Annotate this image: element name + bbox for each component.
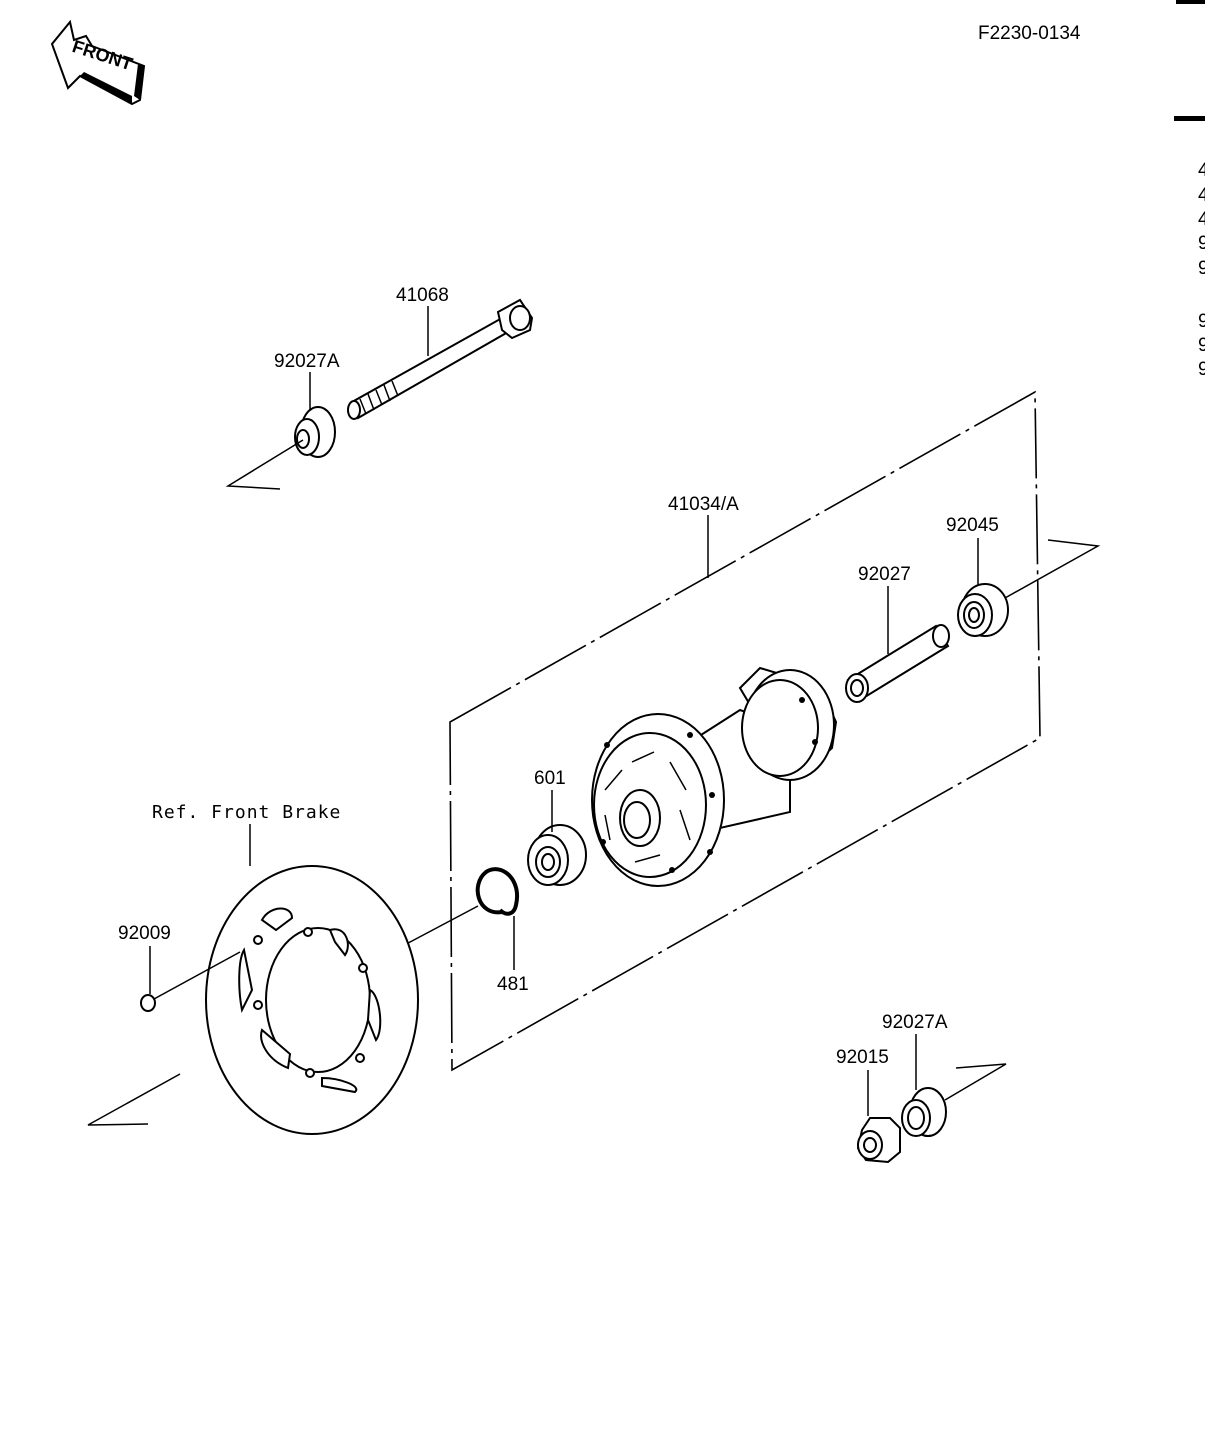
front-arrow-icon: FRONT — [50, 19, 146, 106]
callout-spacer: 92027 — [858, 564, 911, 585]
page-edge-marks — [1174, 0, 1205, 121]
callout-hub: 41034/A — [668, 494, 739, 515]
axle-bolt-part — [347, 298, 534, 420]
brake-disc-part — [205, 865, 419, 1135]
bearing-left-part — [527, 824, 587, 886]
disc-bolt-part — [140, 951, 241, 1012]
collar-top-centerline — [225, 439, 304, 490]
leader-lines — [149, 306, 979, 1116]
callout-collar-bottom: 92027A — [882, 1012, 948, 1033]
bearing-right-part — [957, 583, 1009, 637]
circlip-part — [475, 867, 520, 916]
diagram-code: F2230-0134 — [978, 23, 1081, 44]
side-index-7: 9 — [1198, 335, 1205, 356]
side-index-5: 9 — [1198, 258, 1205, 279]
side-index-8: 9 — [1198, 359, 1205, 380]
callout-axle: 41068 — [396, 285, 449, 306]
side-index-1: 4 — [1198, 160, 1205, 181]
brake-disc-centerline — [87, 1073, 181, 1126]
collar-top-part — [294, 406, 336, 458]
hub-assembly-box — [449, 390, 1041, 1072]
bearing-right-centerline — [1004, 539, 1101, 599]
axle-nut-part — [856, 1117, 901, 1164]
callout-bearing-right: 92045 — [946, 515, 999, 536]
collar-bottom-part — [901, 1087, 947, 1137]
callout-circlip: 481 — [497, 974, 529, 995]
wheel-hub-part — [591, 666, 838, 887]
ref-note: Ref. Front Brake — [152, 802, 341, 823]
side-index-2: 4 — [1198, 185, 1205, 206]
callout-bearing-left: 601 — [534, 768, 566, 789]
side-index-6: 9 — [1198, 311, 1205, 332]
spacer-part — [845, 624, 950, 703]
side-index-3: 4 — [1198, 209, 1205, 230]
collar-bottom-centerline — [944, 1063, 1007, 1101]
callout-collar-top: 92027A — [274, 351, 340, 372]
side-index-4: 9 — [1198, 233, 1205, 254]
callout-axle-nut: 92015 — [836, 1047, 889, 1068]
side-index-column: 4 4 4 9 9 9 9 9 — [1198, 160, 1205, 380]
callout-disc-bolt: 92009 — [118, 923, 171, 944]
